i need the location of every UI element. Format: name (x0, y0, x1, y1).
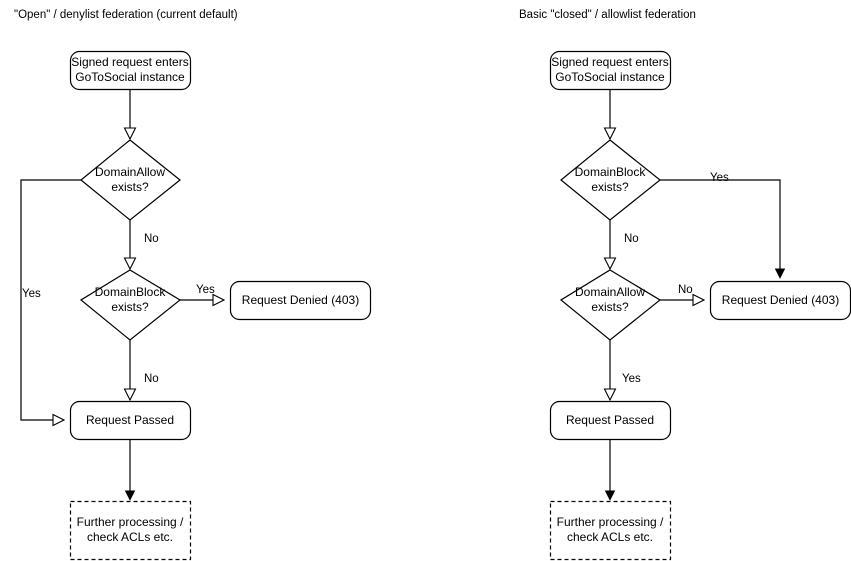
node-domainblock-left (79, 269, 182, 341)
edge-domainallow-yes-left (20, 179, 81, 420)
node-request-denied-right (709, 280, 851, 321)
diagram-title-right: Basic "closed" / allowlist federation (519, 9, 696, 21)
node-further-processing-left (69, 500, 192, 561)
node-domainblock-right (560, 139, 661, 221)
edge-domainblock-yes-right (660, 179, 780, 277)
node-request-passed-right (549, 400, 672, 441)
node-domainallow-right (559, 269, 662, 341)
diagram-closed-allowlist (549, 50, 851, 561)
diagram-title-left: "Open" / denylist federation (current de… (14, 9, 238, 21)
node-start-left (69, 50, 192, 91)
node-further-processing-right (549, 500, 672, 561)
node-request-denied-left (229, 280, 372, 321)
diagram-open-denylist (20, 50, 372, 561)
node-domainallow-left (80, 139, 181, 221)
node-request-passed-left (69, 400, 192, 441)
node-start-right (549, 50, 672, 91)
